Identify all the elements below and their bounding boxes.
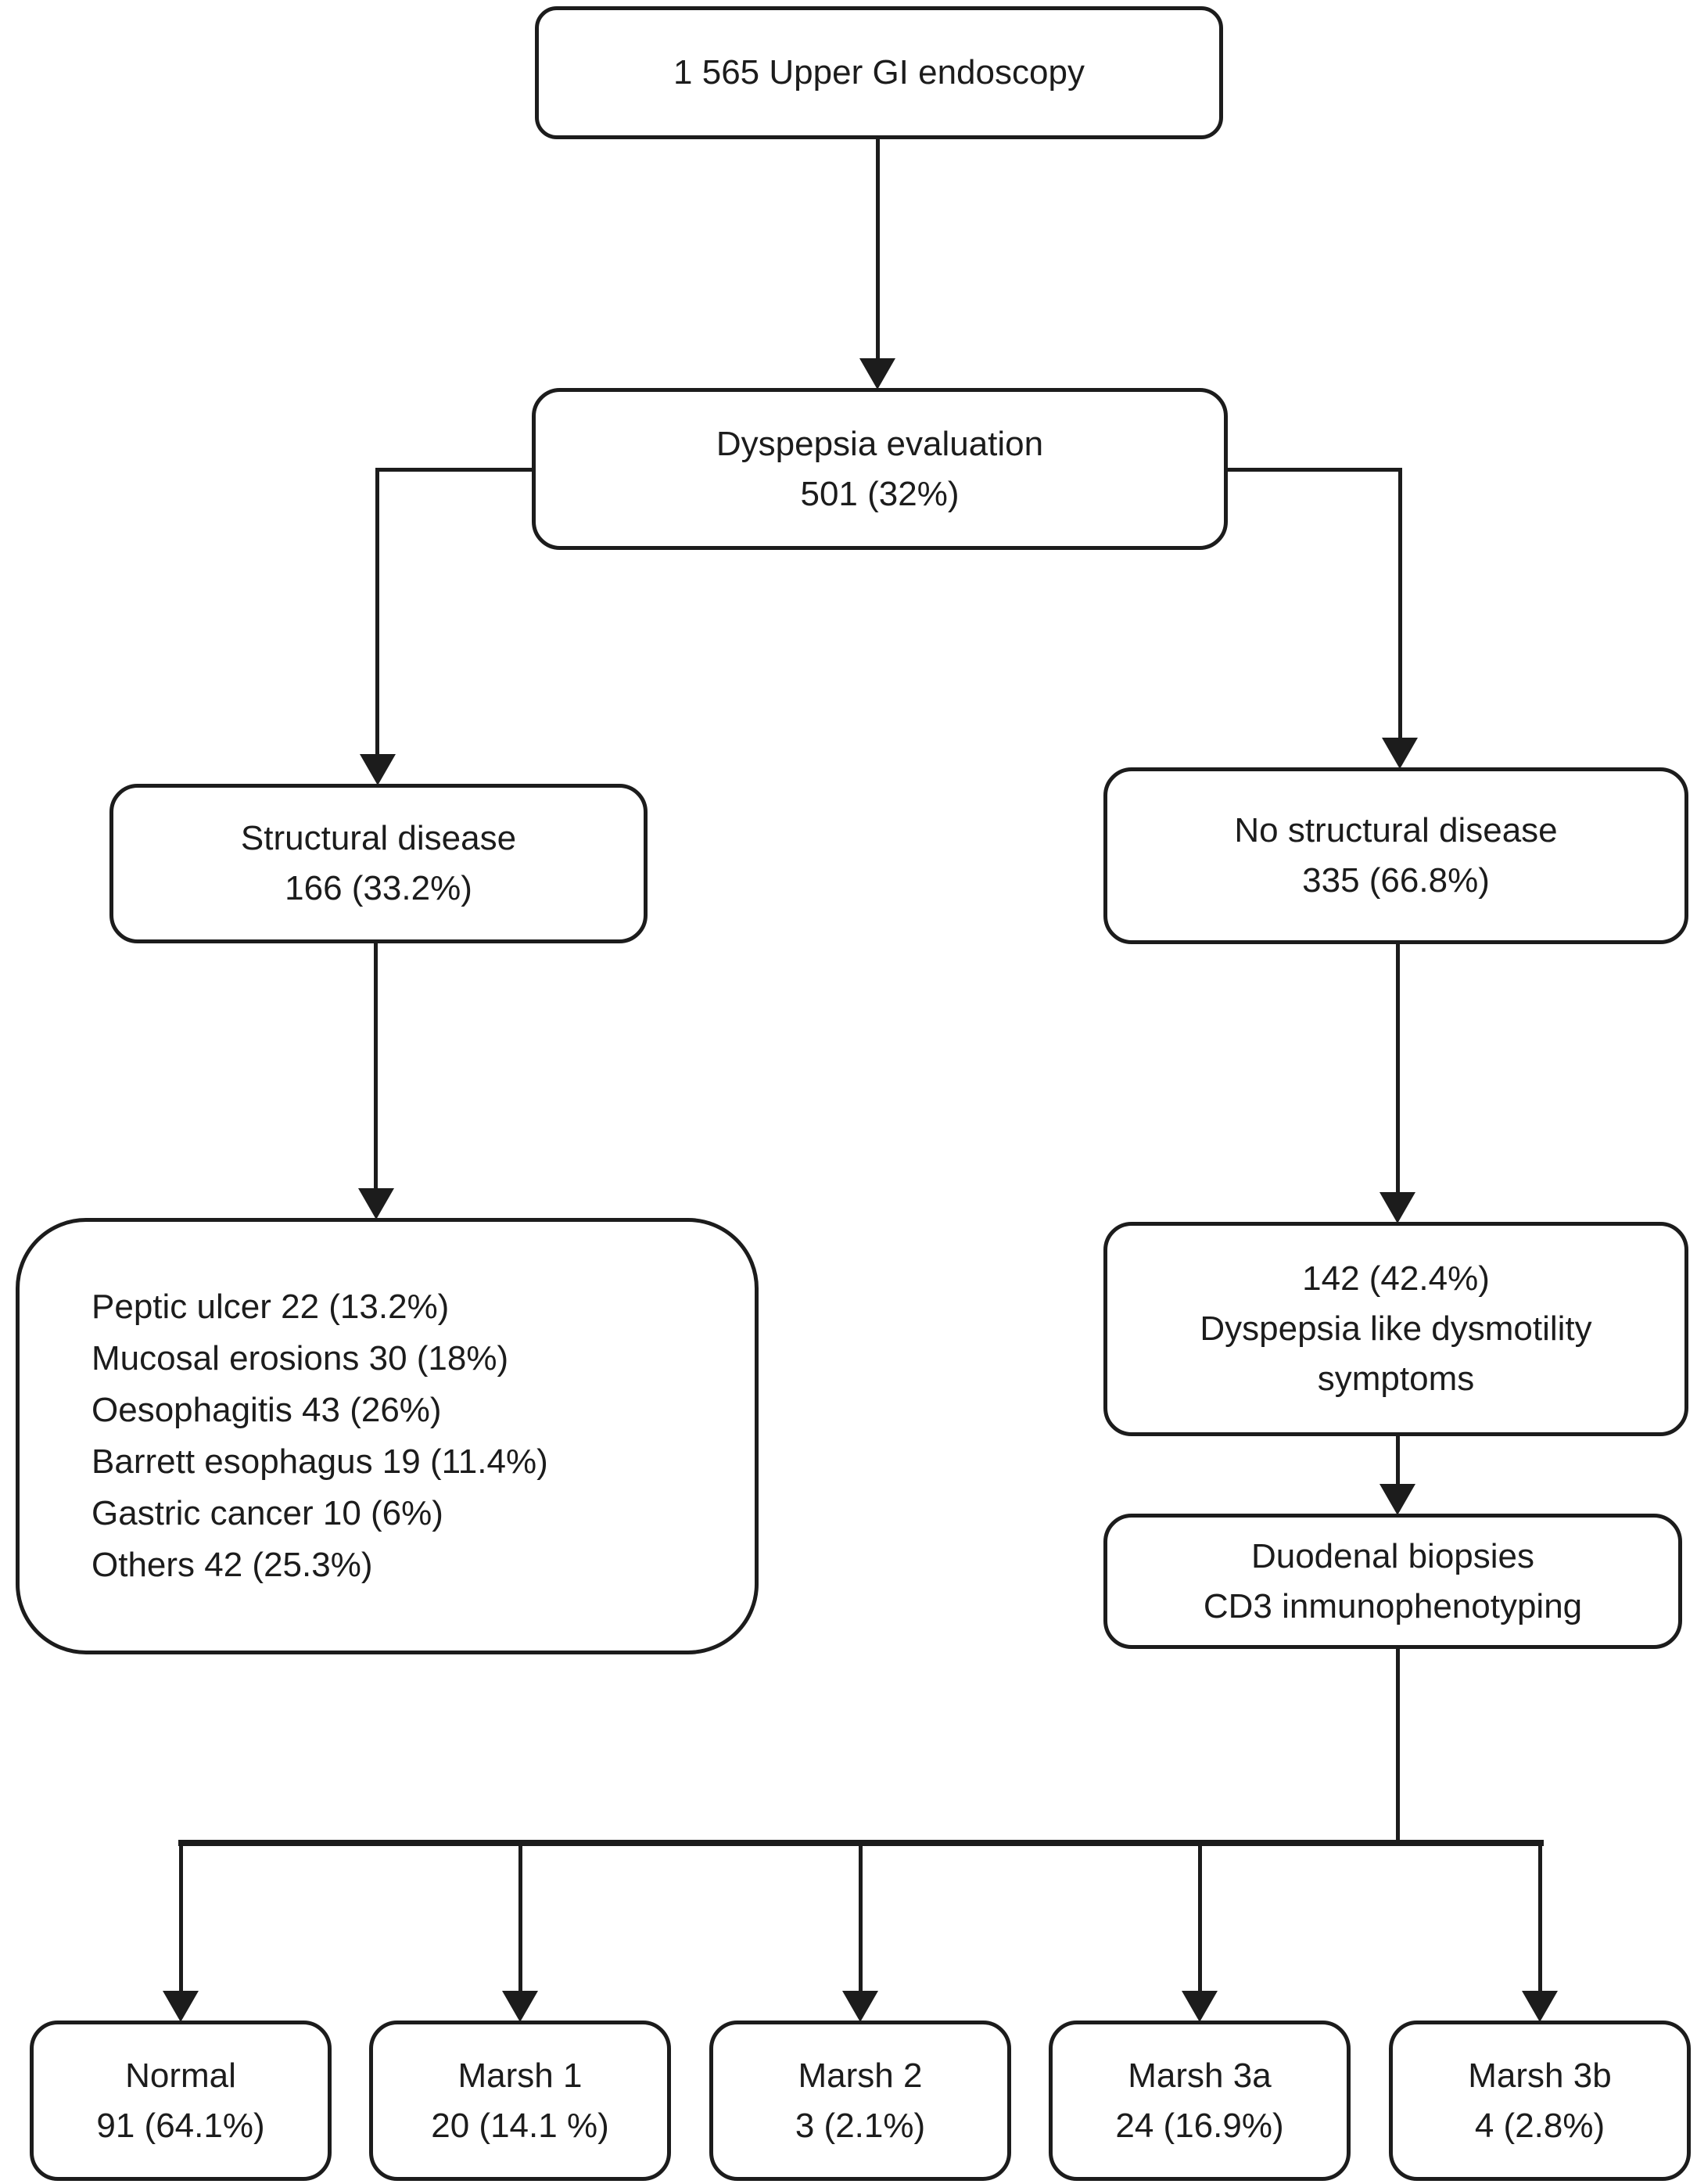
- node-line: 20 (14.1 %): [431, 2106, 609, 2145]
- node-line: 142 (42.4%): [1302, 1259, 1490, 1298]
- arrowhead-into-marsh-2: [842, 1991, 878, 2022]
- node-dysmotility-symptoms: 142 (42.4%) Dyspepsia like dysmotility s…: [1103, 1222, 1688, 1436]
- node-line: Marsh 1: [457, 2056, 583, 2095]
- arrowhead-into-no-structural: [1382, 738, 1418, 769]
- node-line: Dyspepsia like dysmotility: [1200, 1309, 1592, 1348]
- node-marsh-2: Marsh 2 3 (2.1%): [709, 2021, 1011, 2181]
- connector-dyspepsia-structural-hline: [376, 468, 536, 472]
- node-duodenal-biopsies: Duodenal biopsies CD3 inmunophenotyping: [1103, 1514, 1682, 1649]
- node-line: 166 (33.2%): [285, 869, 472, 907]
- node-line: Structural disease: [240, 819, 517, 857]
- node-line: 24 (16.9%): [1115, 2106, 1284, 2145]
- connector-biopsies-rail-line: [1396, 1647, 1400, 1843]
- connector-drop-marsh-2: [859, 1845, 863, 1991]
- connector-dyspepsia-no-structural-hline: [1224, 468, 1402, 472]
- node-line: Barrett esophagus 19 (11.4%): [91, 1442, 548, 1481]
- node-no-structural-disease: No structural disease 335 (66.8%): [1103, 767, 1688, 944]
- arrowhead-into-structural: [360, 754, 396, 785]
- node-line: 4 (2.8%): [1474, 2106, 1606, 2145]
- arrowhead-into-marsh-3a: [1182, 1991, 1218, 2022]
- node-line: Peptic ulcer 22 (13.2%): [91, 1288, 450, 1326]
- arrowhead-into-marsh-1: [502, 1991, 538, 2022]
- connector-no-structural-dysmotility-line: [1396, 943, 1400, 1192]
- node-line: Marsh 3b: [1468, 2056, 1612, 2095]
- node-line: 501 (32%): [800, 474, 960, 513]
- connector-drop-marsh-1: [518, 1845, 522, 1991]
- node-upper-gi-endoscopy: 1 565 Upper GI endoscopy: [535, 6, 1223, 139]
- connector-endoscopy-dyspepsia-line: [876, 138, 880, 360]
- node-marsh-3a: Marsh 3a 24 (16.9%): [1049, 2021, 1351, 2181]
- connector-bottom-rail: [178, 1840, 1544, 1846]
- node-structural-disease: Structural disease 166 (33.2%): [109, 784, 648, 943]
- arrowhead-into-findings: [358, 1188, 394, 1220]
- connector-structural-findings-line: [374, 942, 378, 1188]
- arrowhead-into-normal: [163, 1991, 199, 2022]
- node-line: 1 565 Upper GI endoscopy: [673, 53, 1085, 92]
- node-line: Normal: [125, 2056, 236, 2095]
- node-marsh-normal: Normal 91 (64.1%): [30, 2021, 332, 2181]
- node-line: CD3 inmunophenotyping: [1203, 1586, 1583, 1625]
- node-line: No structural disease: [1234, 811, 1558, 850]
- node-line: Oesophagitis 43 (26%): [91, 1391, 442, 1429]
- node-line: Duodenal biopsies: [1250, 1536, 1535, 1575]
- connector-drop-marsh-3b: [1538, 1845, 1542, 1991]
- node-line: 91 (64.1%): [96, 2106, 265, 2145]
- node-line: Marsh 3a: [1128, 2056, 1272, 2095]
- node-endoscopic-findings: Peptic ulcer 22 (13.2%) Mucosal erosions…: [16, 1218, 759, 1654]
- arrowhead-into-dyspepsia: [859, 358, 895, 390]
- node-line: Mucosal erosions 30 (18%): [91, 1339, 509, 1378]
- node-line: 3 (2.1%): [795, 2106, 926, 2145]
- node-marsh-1: Marsh 1 20 (14.1 %): [369, 2021, 671, 2181]
- connector-dyspepsia-no-structural-vline: [1398, 468, 1402, 738]
- node-marsh-3b: Marsh 3b 4 (2.8%): [1389, 2021, 1691, 2181]
- connector-drop-normal: [179, 1845, 183, 1991]
- connector-drop-marsh-3a: [1198, 1845, 1202, 1991]
- arrowhead-into-biopsies: [1379, 1484, 1415, 1515]
- node-dyspepsia-evaluation: Dyspepsia evaluation 501 (32%): [532, 388, 1228, 550]
- node-line: Gastric cancer 10 (6%): [91, 1494, 443, 1532]
- node-line: 335 (66.8%): [1302, 861, 1490, 900]
- node-line: Marsh 2: [798, 2056, 923, 2095]
- node-line: symptoms: [1317, 1360, 1475, 1398]
- arrowhead-into-marsh-3b: [1522, 1991, 1558, 2022]
- node-line: Dyspepsia evaluation: [716, 424, 1044, 463]
- connector-dysmotility-biopsies-line: [1396, 1435, 1400, 1484]
- connector-dyspepsia-structural-vline: [375, 468, 379, 754]
- node-line: Others 42 (25.3%): [91, 1546, 373, 1584]
- arrowhead-into-dysmotility: [1379, 1192, 1415, 1223]
